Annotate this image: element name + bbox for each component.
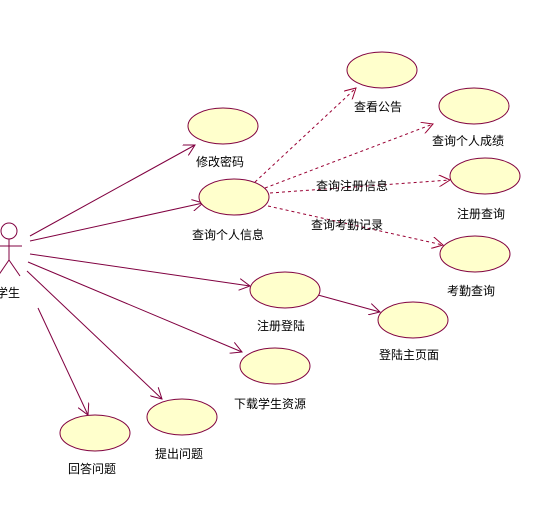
use-case-login-home[interactable]	[377, 301, 449, 339]
label-change-password: 修改密码	[196, 154, 244, 169]
label-ask-question: 提出问题	[155, 446, 203, 461]
use-case-register-login[interactable]	[249, 271, 321, 309]
assoc-answer-question	[37, 307, 88, 415]
use-case-answer-question[interactable]	[59, 414, 131, 452]
student-actor[interactable]	[0, 222, 22, 277]
label-personal-info: 查询个人信息	[192, 227, 264, 242]
use-case-registration-query[interactable]	[449, 157, 521, 195]
associations	[26, 145, 380, 415]
assoc-change-password	[29, 145, 195, 237]
assoc-register-login	[29, 253, 250, 286]
label-login-home: 登陆主页面	[379, 347, 439, 362]
use-case-download-resources[interactable]	[239, 347, 311, 385]
assoc-personal-info	[29, 203, 203, 242]
use-case-personal-info[interactable]	[198, 178, 270, 216]
label-download-resources: 下载学生资源	[234, 396, 306, 411]
label-query-registration-info: 查询注册信息	[316, 178, 388, 193]
use-case-change-password[interactable]	[187, 107, 259, 145]
assoc-ask-question	[26, 270, 162, 399]
label-personal-grades: 查询个人成绩	[432, 134, 504, 148]
actor-head	[0, 222, 18, 240]
dep-view-notice	[254, 88, 356, 183]
label-query-attendance-record: 查询考勤记录	[311, 218, 383, 232]
actor-right-leg	[8, 259, 21, 277]
actor-left-leg	[0, 259, 10, 274]
label-attendance-query: 考勤查询	[447, 284, 495, 298]
label-register-login: 注册登陆	[257, 318, 305, 333]
use-case-attendance-query[interactable]	[439, 235, 511, 273]
assoc-register-to-home	[317, 294, 380, 312]
dependencies	[254, 88, 450, 245]
dep-registration-query	[269, 180, 450, 194]
assoc-download-resources	[27, 261, 242, 352]
use-case-ask-question[interactable]	[146, 398, 218, 436]
label-registration-query: 注册查询	[457, 206, 505, 221]
use-case-view-notice[interactable]	[346, 51, 418, 89]
use-case-personal-grades[interactable]	[438, 87, 510, 125]
use-case-ellipses	[59, 51, 521, 452]
actor-label: 学生	[0, 285, 20, 300]
label-view-notice: 查看公告	[354, 100, 402, 114]
label-answer-question: 回答问题	[68, 461, 116, 476]
